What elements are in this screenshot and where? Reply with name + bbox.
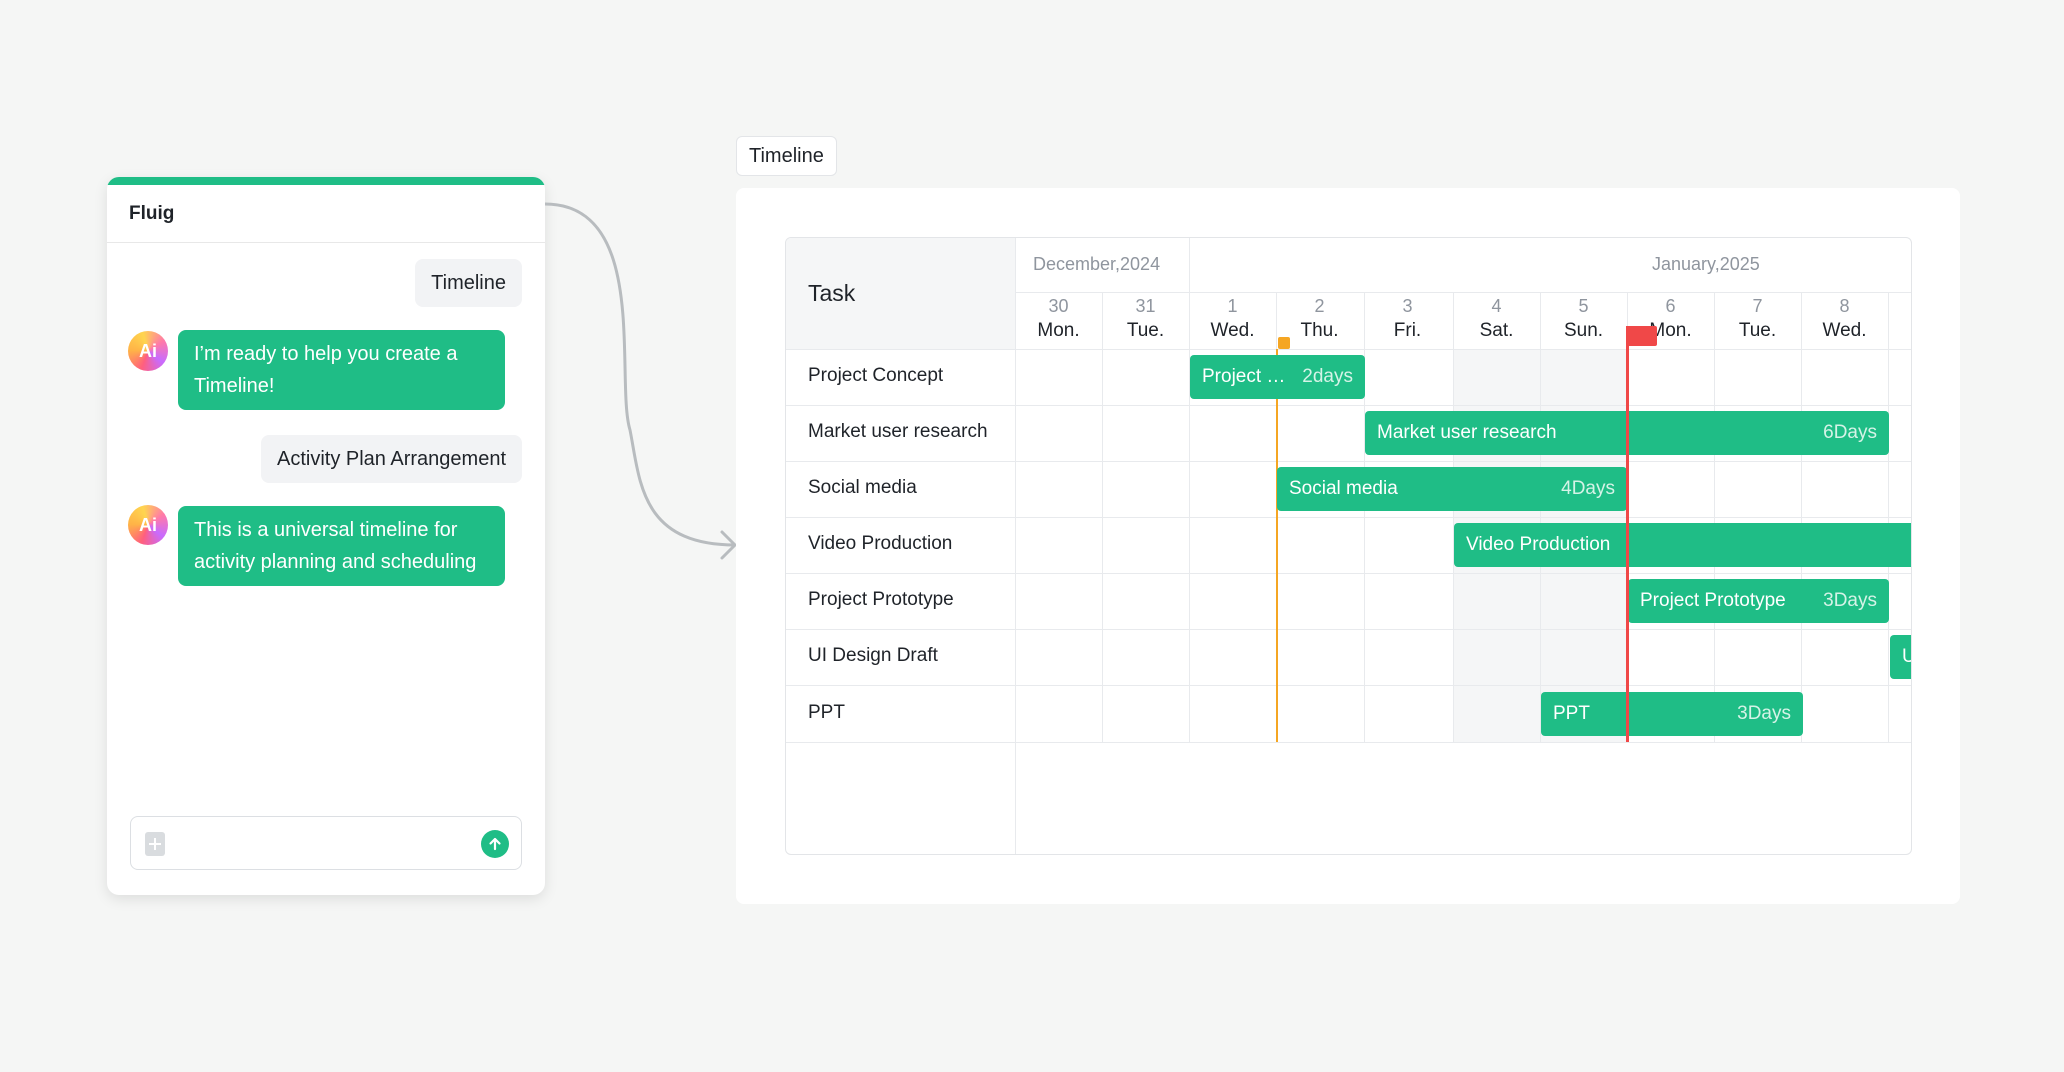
day-divider [1888,292,1889,742]
gantt-chart: Task December,2024 January,2025 30 Mon. … [785,237,1912,855]
row-divider [786,405,1911,406]
task-bar[interactable]: Video Production [1454,523,1911,567]
day-divider [1102,292,1103,742]
day-divider [1714,292,1715,742]
file-add-icon[interactable] [145,832,165,856]
row-divider [786,629,1911,630]
day-weekday: Wed. [1210,320,1255,341]
day-weekday: Sat. [1479,320,1514,341]
task-bar[interactable]: Project Prototype 3Days [1628,579,1889,623]
day-divider [1453,292,1454,742]
task-name[interactable]: Social media [808,477,917,498]
task-bar-label: U [1902,646,1911,668]
day-number: 8 [1839,296,1850,316]
today-line [1626,326,1629,742]
day-number: 4 [1491,296,1502,316]
day-weekday: Tue. [1738,320,1777,341]
chat-panel: Fluig Timeline Ai I’m ready to help you … [107,177,545,895]
task-name[interactable]: Project Prototype [808,589,954,610]
task-name[interactable]: Video Production [808,533,953,554]
row-divider [786,742,1911,743]
task-bar-label: Video Production [1466,534,1611,555]
row-divider [786,573,1911,574]
user-message: Timeline [415,259,522,307]
day-number: 6 [1665,296,1676,316]
ai-message: This is a universal timeline for activit… [178,506,505,586]
day-weekday: Tue. [1126,320,1165,341]
task-bar-duration: 6Days [1823,422,1877,443]
task-name[interactable]: PPT [808,702,845,723]
timeline-tab[interactable]: Timeline [736,136,837,176]
today-flag-icon[interactable] [1627,326,1657,346]
day-weekday: Mon. [1649,320,1692,341]
day-number: 31 [1135,296,1156,316]
day-weekday: Fri. [1393,320,1422,341]
chat-title: Fluig [107,185,545,243]
month-divider [1015,292,1911,293]
task-name[interactable]: Project Concept [808,365,944,386]
day-weekday: Wed. [1822,320,1867,341]
day-divider [1364,292,1365,742]
task-bar[interactable]: U [1890,635,1911,679]
day-weekday: Thu. [1300,320,1339,341]
task-column-header: Task [808,280,856,306]
task-bar-duration: 2days [1302,366,1353,387]
ai-message: I’m ready to help you create a Timeline! [178,330,505,410]
task-bar-label: Market user research [1377,422,1557,443]
task-bar[interactable]: Social media 4Days [1277,467,1627,511]
task-bar-label: Project Prototype [1640,590,1786,611]
row-divider [786,461,1911,462]
day-divider [1540,292,1541,742]
task-bar-duration: 3Days [1737,703,1791,724]
user-message: Activity Plan Arrangement [261,435,522,483]
task-column-divider [1015,238,1016,854]
chat-input[interactable] [130,816,522,870]
task-bar[interactable]: PPT 3Days [1541,692,1803,736]
row-divider [786,349,1911,350]
chat-accent-bar [107,177,545,185]
ai-avatar-icon: Ai [128,331,168,371]
day-number: 30 [1048,296,1069,316]
day-number: 2 [1314,296,1325,316]
task-bar-duration: 4Days [1561,478,1615,499]
day-number: 3 [1402,296,1413,316]
ai-avatar-icon: Ai [128,505,168,545]
day-number: 7 [1752,296,1763,316]
month-label: January,2025 [1652,254,1760,274]
task-bar-duration: 3Days [1823,590,1877,611]
task-bar-label: Project C... [1202,366,1295,387]
day-weekday: Sun. [1563,320,1604,341]
task-bar[interactable]: Project C... 2days [1190,355,1365,399]
milestone-marker-icon[interactable] [1278,337,1290,349]
task-name[interactable]: Market user research [808,421,988,442]
row-divider [786,517,1911,518]
day-weekday: Mon. [1037,320,1080,341]
task-name[interactable]: UI Design Draft [808,645,938,666]
month-boundary [1189,238,1190,742]
arrow-up-icon [489,837,501,851]
milestone-line [1276,349,1278,742]
task-header-cell [786,238,1015,349]
row-divider [786,685,1911,686]
day-number: 5 [1578,296,1589,316]
day-divider [1801,292,1802,742]
task-bar-label: Social media [1289,478,1398,499]
day-number: 1 [1227,296,1238,316]
send-button[interactable] [481,830,509,858]
task-bar-label: PPT [1553,703,1590,724]
month-label: December,2024 [1033,254,1161,274]
